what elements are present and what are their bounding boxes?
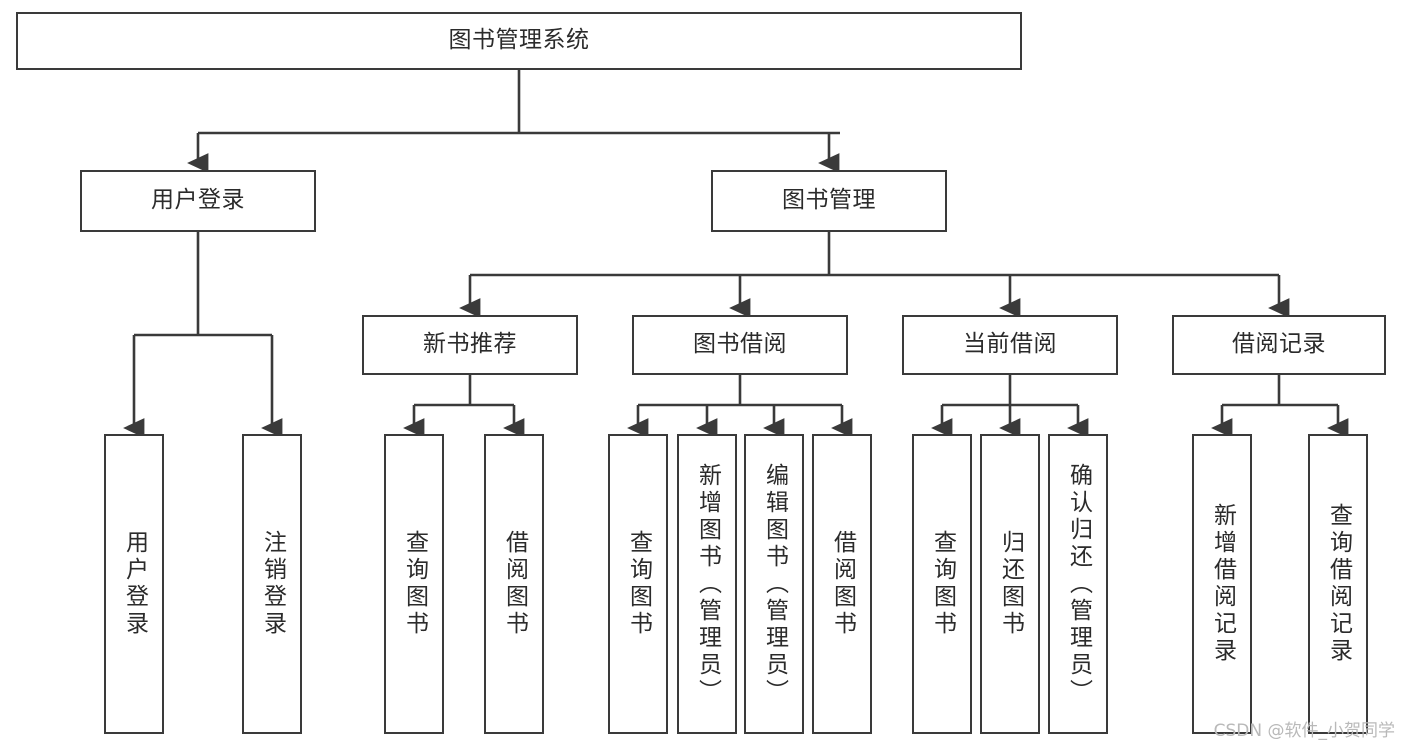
node-label: 图书管理 <box>782 187 876 214</box>
node-label: 新书推荐 <box>423 331 517 358</box>
node-book-management[interactable]: 图书管理 <box>711 170 947 232</box>
leaf-current-return-book[interactable]: 归还图书 <box>980 434 1040 734</box>
node-current-borrow[interactable]: 当前借阅 <box>902 315 1118 375</box>
leaf-borrow-edit-book-admin[interactable]: 编辑图书（管理员） <box>744 434 804 734</box>
leaf-record-add-record[interactable]: 新增借阅记录 <box>1192 434 1252 734</box>
node-label: 图书借阅 <box>693 331 787 358</box>
leaf-borrow-add-book-admin[interactable]: 新增图书（管理员） <box>677 434 737 734</box>
leaf-user-login-signin[interactable]: 用户登录 <box>104 434 164 734</box>
node-label: 用户登录 <box>121 530 148 638</box>
node-book-borrow[interactable]: 图书借阅 <box>632 315 848 375</box>
node-label: 用户登录 <box>151 187 245 214</box>
node-label: 借阅图书 <box>501 530 528 638</box>
node-label: 借阅记录 <box>1232 331 1326 358</box>
node-label: 新增借阅记录 <box>1209 503 1236 665</box>
node-borrow-record[interactable]: 借阅记录 <box>1172 315 1386 375</box>
node-user-login[interactable]: 用户登录 <box>80 170 316 232</box>
leaf-current-confirm-return-admin[interactable]: 确认归还（管理员） <box>1048 434 1108 734</box>
leaf-borrow-borrow-book[interactable]: 借阅图书 <box>812 434 872 734</box>
leaf-current-query-book[interactable]: 查询图书 <box>912 434 972 734</box>
node-label: 查询图书 <box>929 530 956 638</box>
node-label: 注销登录 <box>259 530 286 638</box>
node-label: 新增图书（管理员） <box>694 462 721 706</box>
node-label: 查询图书 <box>401 530 428 638</box>
node-root-book-management-system[interactable]: 图书管理系统 <box>16 12 1022 70</box>
leaf-user-login-signout[interactable]: 注销登录 <box>242 434 302 734</box>
node-label: 查询图书 <box>625 530 652 638</box>
node-label: 编辑图书（管理员） <box>761 462 788 706</box>
node-label: 借阅图书 <box>829 530 856 638</box>
leaf-borrow-query-book[interactable]: 查询图书 <box>608 434 668 734</box>
node-label: 当前借阅 <box>963 331 1057 358</box>
node-label: 查询借阅记录 <box>1325 503 1352 665</box>
node-label: 确认归还（管理员） <box>1065 462 1092 706</box>
leaf-record-query-record[interactable]: 查询借阅记录 <box>1308 434 1368 734</box>
node-label: 归还图书 <box>997 530 1024 638</box>
node-label: 图书管理系统 <box>448 27 590 54</box>
watermark: CSDN @软件_小贺同学 <box>1213 721 1395 741</box>
node-new-book-recommend[interactable]: 新书推荐 <box>362 315 578 375</box>
leaf-recommend-borrow-book[interactable]: 借阅图书 <box>484 434 544 734</box>
leaf-recommend-query-book[interactable]: 查询图书 <box>384 434 444 734</box>
